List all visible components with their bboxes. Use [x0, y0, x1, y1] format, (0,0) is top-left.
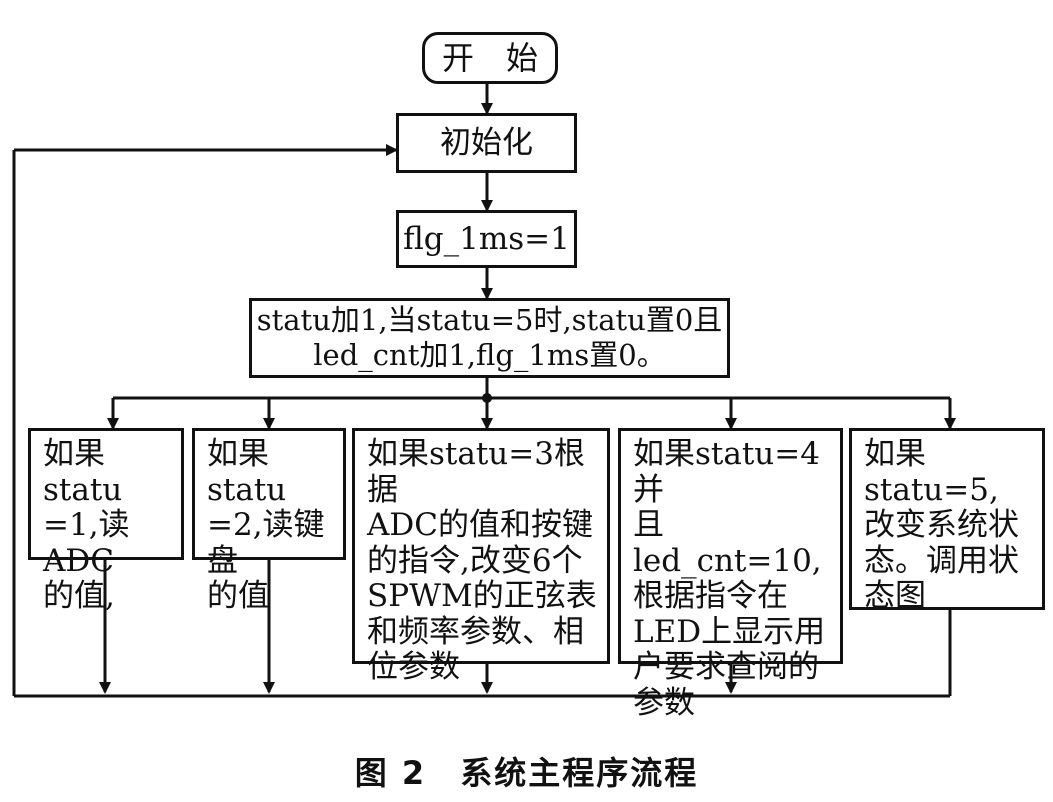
init-node: 初始化 — [396, 113, 577, 173]
branch-1-label: 如果statu =1,读ADC 的值, — [43, 436, 130, 614]
branch-statu-4: 如果statu=4并 且led_cnt=10, 根据指令在 LED上显示用 户要… — [618, 428, 843, 720]
branch-4-label: 如果statu=4并 且led_cnt=10, 根据指令在 LED上显示用 户要… — [633, 436, 826, 721]
update-label: statu加1,当statu=5时,statu置0且 led_cnt加1,flg… — [256, 303, 723, 372]
branch-2-label: 如果statu =2,读键盘 的值 — [207, 436, 325, 614]
init-label: 初始化 — [440, 125, 533, 161]
branch-statu-3: 如果statu=3根据 ADC的值和按键 的指令,改变6个 SPWM的正弦表 和… — [352, 428, 610, 685]
flag-label: flg_1ms=1 — [403, 221, 570, 257]
start-label: 开 始 — [441, 39, 538, 77]
update-node: statu加1,当statu=5时,statu置0且 led_cnt加1,flg… — [249, 298, 730, 378]
flag-node: flg_1ms=1 — [396, 210, 577, 268]
branch-statu-1: 如果statu =1,读ADC 的值, — [28, 428, 184, 614]
branch-statu-5: 如果statu=5, 改变系统状 态。调用状 态图 — [849, 428, 1045, 614]
start-node: 开 始 — [422, 32, 558, 84]
branch-statu-2: 如果statu =2,读键盘 的值 — [192, 428, 346, 614]
branch-junction-dot — [482, 393, 492, 403]
figure-caption: 图 2 系统主程序流程 — [354, 754, 699, 792]
branch-5-label: 如果statu=5, 改变系统状 态。调用状 态图 — [864, 436, 1019, 614]
branch-3-label: 如果statu=3根据 ADC的值和按键 的指令,改变6个 SPWM的正弦表 和… — [367, 436, 597, 685]
